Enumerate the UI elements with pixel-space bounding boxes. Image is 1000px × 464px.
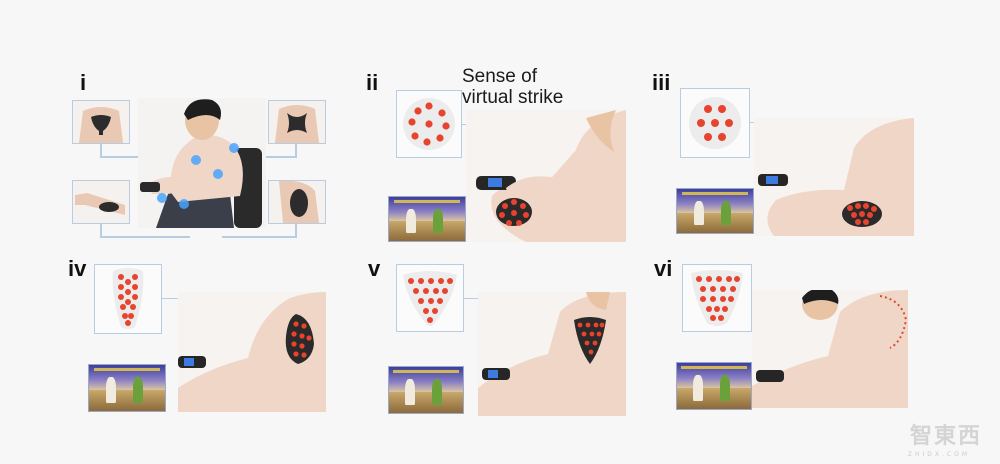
game-screenshot-vi	[676, 362, 752, 410]
thumbnail-chest	[72, 100, 130, 144]
caption-line-2: virtual strike	[462, 87, 564, 108]
game-screenshot-iii	[676, 188, 754, 234]
panel-label-vi: vi	[654, 256, 673, 281]
caption-line-1: Sense of	[462, 66, 537, 87]
watermark-subtext: ZHIDX.COM	[907, 451, 970, 458]
panel-label-iv: iv	[68, 256, 87, 281]
connector-line	[236, 156, 296, 158]
thumbnail-back	[268, 100, 326, 144]
connector-line	[100, 142, 102, 158]
connector-line	[100, 236, 190, 238]
game-screenshot-iv	[88, 364, 166, 412]
torso-photo-v	[478, 292, 626, 416]
game-screenshot-ii	[388, 196, 466, 242]
electrode-layout-box-iii	[680, 88, 750, 158]
panel-label-iii: iii	[652, 70, 671, 95]
electrode-layout-box-ii	[396, 90, 462, 158]
connector-line	[100, 222, 102, 238]
connector-line	[222, 236, 296, 238]
arm-photo-ii	[466, 110, 626, 242]
arm-photo-iii	[754, 118, 914, 236]
connector-line	[295, 222, 297, 238]
watermark-logo: 智東西	[909, 424, 982, 449]
electrode-layout-box-v	[396, 264, 464, 332]
torso-photo-vi	[752, 290, 908, 408]
panel-label-v: v	[368, 256, 381, 281]
game-screenshot-v	[388, 366, 464, 414]
electrode-layout-box-vi	[682, 264, 752, 332]
panel-label-ii: ii	[366, 70, 379, 95]
panel-label-i: i	[80, 70, 87, 95]
person-photo-seated	[138, 98, 266, 228]
thumbnail-forearm	[72, 180, 130, 224]
connector-line	[295, 142, 297, 158]
arm-photo-iv	[178, 292, 326, 412]
electrode-layout-box-iv	[94, 264, 162, 334]
thumbnail-upper-arm	[268, 180, 326, 224]
